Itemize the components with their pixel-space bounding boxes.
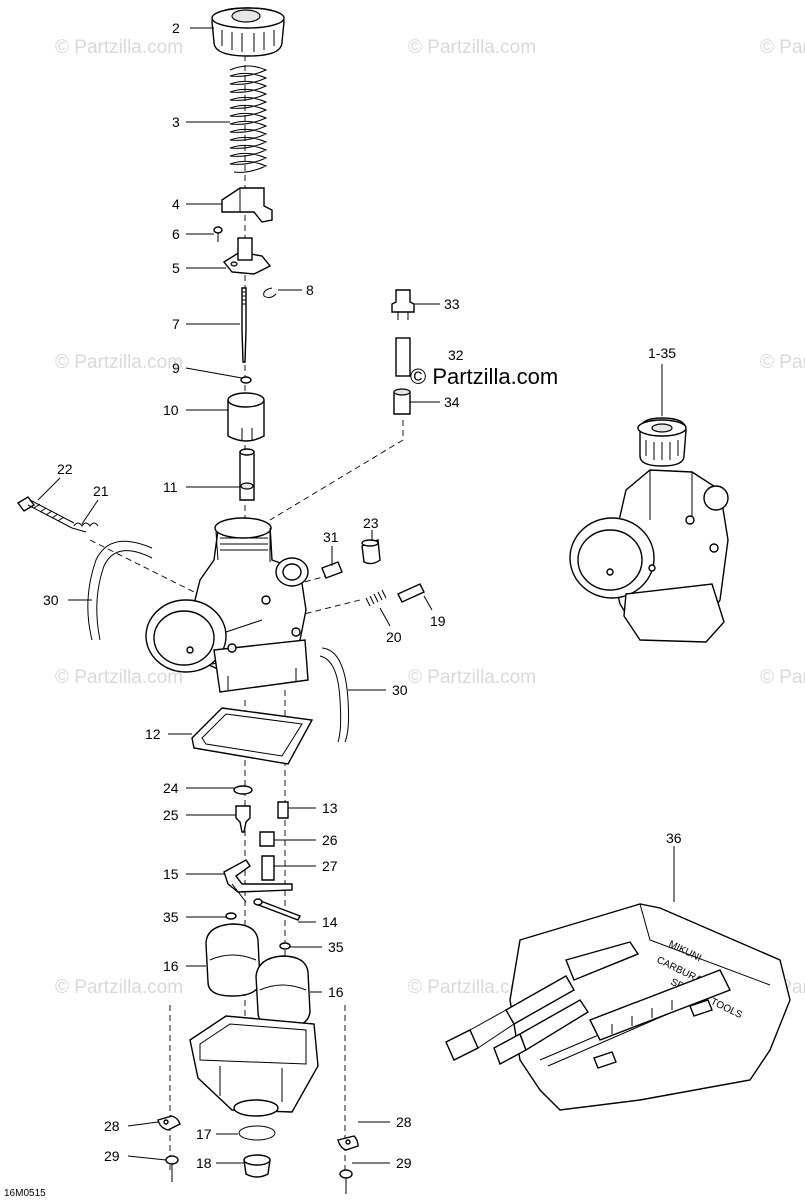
- callout-8: 8: [306, 282, 314, 298]
- callout-21: 21: [93, 483, 109, 499]
- callout-13: 13: [322, 800, 338, 816]
- callout-10: 10: [163, 402, 179, 418]
- callout-4: 4: [172, 196, 180, 212]
- callout-26: 26: [322, 832, 338, 848]
- watermark: © Partzilla.com: [55, 977, 183, 998]
- callout-35-upper: 35: [163, 909, 179, 925]
- throttle-valve-part: [227, 392, 265, 442]
- callout-24: 24: [163, 780, 179, 796]
- callout-30-right: 30: [392, 682, 408, 698]
- callout-16-right: 16: [328, 984, 344, 1000]
- float-parts: [205, 912, 311, 1029]
- clip-part: [263, 287, 277, 299]
- watermark: © Partzilla.com: [408, 667, 536, 688]
- callout-labels: 2 3 4 6 5 8 7 33 32 © Partzilla.com 9 34…: [43, 20, 682, 1171]
- callout-35-lower: 35: [328, 939, 344, 955]
- watermark: © Partzilla.com: [760, 667, 805, 688]
- callout-36: 36: [666, 830, 682, 846]
- small-parts-right-of-body: [321, 539, 425, 607]
- pilot-screw-assembly: [391, 289, 415, 415]
- leader-lines: [37, 27, 675, 1164]
- watermark: © Partzilla.com: [55, 352, 183, 373]
- callout-29-right: 29: [396, 1155, 412, 1171]
- callout-5: 5: [172, 260, 180, 276]
- callout-23: 23: [363, 515, 379, 531]
- callout-1-35: 1-35: [648, 345, 676, 361]
- float-arm-part: [223, 859, 301, 921]
- callout-11: 11: [163, 479, 178, 495]
- watermark-layer: © Partzilla.com © Partzilla.com © Partzi…: [55, 37, 805, 998]
- spring-part: [229, 65, 268, 173]
- carburetor-tool-kit: MIKUNI CARBURATOR SPECIAL TOOLS: [445, 903, 791, 1111]
- callout-7: 7: [172, 316, 180, 332]
- float-bowl-part: [189, 1015, 319, 1117]
- callout-17: 17: [196, 1126, 212, 1142]
- gasket-part: [191, 707, 314, 765]
- watermark: © Partzilla.com: [760, 37, 805, 58]
- hose-part-left: [87, 540, 153, 641]
- callout-18: 18: [196, 1155, 212, 1171]
- bowl-hardware-parts: [157, 1115, 359, 1194]
- complete-carburetor-assembly: [569, 417, 729, 643]
- callout-33: 33: [444, 296, 460, 312]
- needle-holder-part: [222, 237, 272, 275]
- callout-31: 31: [323, 529, 339, 545]
- callout-19: 19: [430, 613, 446, 629]
- watermark: © Partzilla.com: [408, 37, 536, 58]
- plate-part: [221, 187, 273, 223]
- callout-25: 25: [163, 807, 179, 823]
- watermark: © Partzilla.com: [55, 37, 183, 58]
- screw-part-6: [213, 226, 223, 242]
- drawing-reference: 16M0515: [4, 1188, 46, 1199]
- carburetor-body-part: [145, 517, 309, 693]
- watermark: © Partzilla.com: [55, 667, 183, 688]
- callout-32: 32: [448, 347, 464, 363]
- callout-2: 2: [172, 20, 180, 36]
- callout-30-left: 30: [43, 592, 59, 608]
- callout-15: 15: [163, 866, 179, 882]
- jet-needle-part: [241, 287, 247, 363]
- callout-29-left: 29: [104, 1148, 120, 1164]
- jet-parts: [233, 785, 289, 881]
- washer-part: [240, 376, 252, 384]
- callout-6: 6: [172, 226, 180, 242]
- pilot-screw-left: [16, 496, 99, 533]
- callout-28-right: 28: [396, 1114, 412, 1130]
- callout-14: 14: [322, 914, 338, 930]
- callout-9: 9: [172, 360, 180, 376]
- hose-part-right: [319, 647, 350, 743]
- watermark: © Partzilla.com: [408, 977, 536, 998]
- valve-rod-part: [239, 448, 255, 501]
- callout-27: 27: [322, 858, 338, 874]
- cap-part: [211, 7, 285, 57]
- watermark: © Partzilla.com: [760, 352, 805, 373]
- callout-28-left: 28: [104, 1118, 120, 1134]
- callout-20: 20: [386, 629, 402, 645]
- callout-34: 34: [444, 394, 460, 410]
- brand-mark: © Partzilla.com: [410, 364, 558, 389]
- callout-22: 22: [57, 461, 73, 477]
- callout-3: 3: [172, 114, 180, 130]
- callout-16-left: 16: [163, 958, 179, 974]
- callout-12: 12: [145, 726, 161, 742]
